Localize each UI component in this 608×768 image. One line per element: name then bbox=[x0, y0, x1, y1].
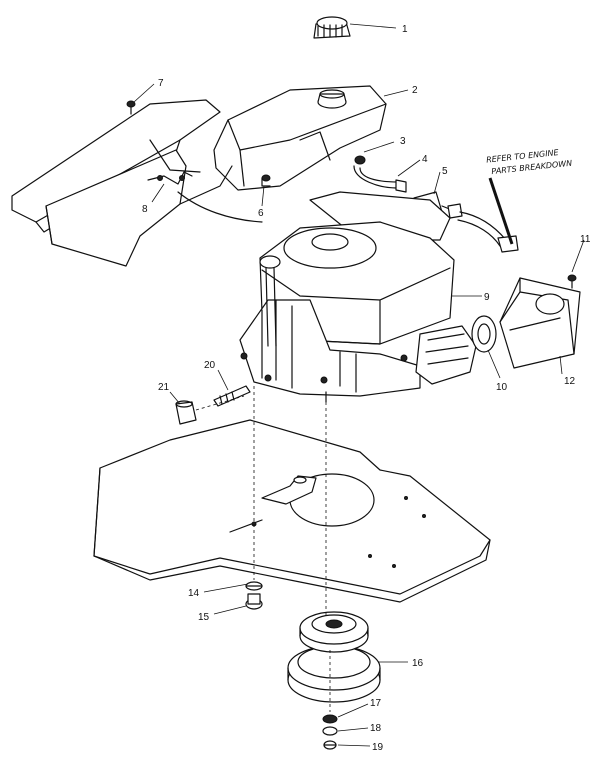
part-washer-18 bbox=[322, 726, 338, 736]
part-tank-bracket bbox=[11, 99, 233, 267]
part-bolt-19 bbox=[323, 740, 337, 750]
engine-reference-note: REFER TO ENGINE PARTS BREAKDOWN bbox=[486, 148, 573, 176]
callout-6: 6 bbox=[258, 208, 264, 219]
part-gasket-10 bbox=[471, 315, 497, 353]
part-engine bbox=[239, 191, 477, 403]
part-muffler-guard-12 bbox=[499, 277, 581, 369]
callout-21: 21 bbox=[158, 382, 170, 393]
callout-9: 9 bbox=[484, 292, 490, 303]
callout-10: 10 bbox=[496, 382, 508, 393]
part-pin-20 bbox=[213, 385, 251, 407]
part-fuel-line-4 bbox=[353, 165, 407, 193]
part-lock-washer-14 bbox=[245, 581, 263, 591]
engine-reference-pointer bbox=[488, 177, 514, 245]
part-linkage-8 bbox=[147, 171, 263, 223]
part-washer-17 bbox=[322, 714, 338, 724]
callout-12: 12 bbox=[564, 376, 576, 387]
part-knob-21 bbox=[175, 400, 197, 425]
part-hose-clamp-3 bbox=[354, 155, 366, 165]
callout-5: 5 bbox=[442, 166, 448, 177]
callout-18: 18 bbox=[370, 723, 382, 734]
part-fuel-tank bbox=[213, 85, 387, 191]
part-screw-11 bbox=[567, 274, 577, 289]
callout-17: 17 bbox=[370, 698, 382, 709]
callout-11: 11 bbox=[580, 234, 591, 245]
callout-3: 3 bbox=[400, 136, 406, 147]
part-screw-7 bbox=[126, 100, 136, 115]
callout-15: 15 bbox=[198, 612, 210, 623]
callout-4: 4 bbox=[422, 154, 428, 165]
part-bolt-15 bbox=[245, 593, 263, 610]
callout-19: 19 bbox=[372, 742, 384, 753]
callout-1: 1 bbox=[402, 24, 408, 35]
alignment-lines bbox=[195, 386, 331, 712]
part-deck-plate bbox=[93, 419, 491, 603]
callout-20: 20 bbox=[204, 360, 216, 371]
part-pulley-16 bbox=[287, 611, 381, 703]
callout-2: 2 bbox=[412, 85, 418, 96]
callout-8: 8 bbox=[142, 204, 148, 215]
callout-16: 16 bbox=[412, 658, 424, 669]
callout-labels: 1 2 3 4 5 6 7 8 9 10 11 12 14 15 16 17 1… bbox=[142, 24, 591, 753]
leader-lines bbox=[133, 23, 585, 747]
callout-7: 7 bbox=[158, 78, 164, 89]
part-clamp-6 bbox=[261, 174, 271, 187]
part-fuel-cap bbox=[313, 16, 351, 39]
callout-14: 14 bbox=[188, 588, 200, 599]
